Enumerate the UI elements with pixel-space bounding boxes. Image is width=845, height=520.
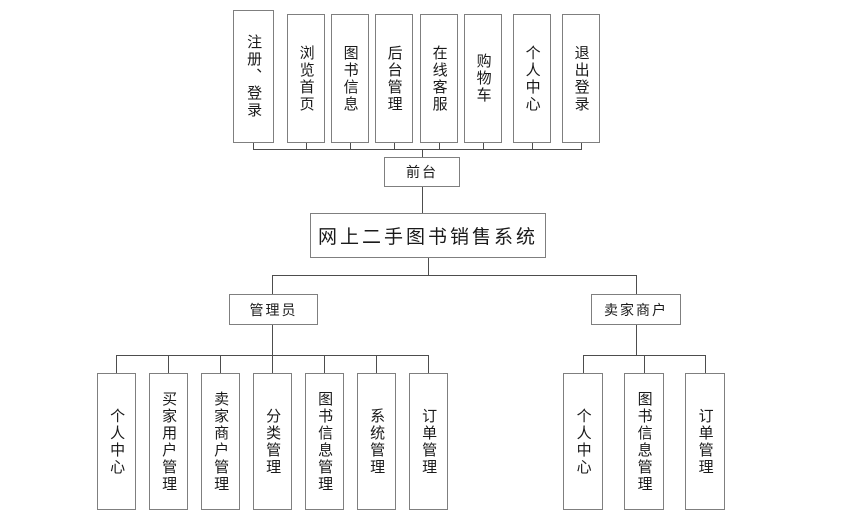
- edge-admin-child-drop-6: [428, 355, 429, 373]
- edge-admin-child-drop-2: [220, 355, 221, 373]
- edge-frontend-drop-1: [306, 143, 307, 150]
- node-admin-child-3[interactable]: 分类管理: [253, 373, 292, 510]
- node-frontend-child-7[interactable]: 退出登录: [562, 14, 600, 143]
- edge-admin-child-drop-5: [376, 355, 377, 373]
- edge-role-bus-to-seller: [636, 275, 637, 295]
- node-frontend-child-2[interactable]: 图书信息: [331, 14, 369, 143]
- edge-admin-child-drop-4: [324, 355, 325, 373]
- node-admin-child-4[interactable]: 图书信息管理: [305, 373, 344, 510]
- edge-root-drop: [428, 258, 429, 276]
- node-frontend-child-3[interactable]: 后台管理: [375, 14, 413, 143]
- edge-frontend-drop-6: [532, 143, 533, 150]
- edge-frontend-bus-to-frontend: [422, 149, 423, 158]
- node-seller-child-2[interactable]: 订单管理: [685, 373, 725, 510]
- edge-admin-child-drop-0: [116, 355, 117, 373]
- edge-frontend-drop-7: [581, 143, 582, 150]
- edge-frontend-drop-2: [350, 143, 351, 150]
- edge-admin-drop: [272, 325, 273, 356]
- node-admin-child-5[interactable]: 系统管理: [357, 373, 396, 510]
- edge-frontend-drop-0: [253, 143, 254, 150]
- node-frontend-child-6[interactable]: 个人中心: [513, 14, 551, 143]
- node-seller-child-0[interactable]: 个人中心: [563, 373, 603, 510]
- node-frontend-child-4[interactable]: 在线客服: [420, 14, 458, 143]
- node-seller[interactable]: 卖家商户: [591, 294, 681, 325]
- edge-frontend-drop-3: [394, 143, 395, 150]
- node-frontend[interactable]: 前台: [384, 157, 460, 187]
- edge-seller-child-drop-2: [705, 355, 706, 373]
- node-admin-child-1[interactable]: 买家用户管理: [149, 373, 188, 510]
- node-frontend-child-5[interactable]: 购物车: [464, 14, 502, 143]
- edge-seller-drop: [636, 325, 637, 356]
- node-root[interactable]: 网上二手图书销售系统: [310, 213, 546, 258]
- node-admin-child-6[interactable]: 订单管理: [409, 373, 448, 510]
- edge-role-bus-to-admin: [272, 275, 273, 295]
- edge-admin-child-drop-3: [272, 355, 273, 373]
- edge-admin-child-drop-1: [168, 355, 169, 373]
- node-admin[interactable]: 管理员: [229, 294, 318, 325]
- edge-frontend-bus: [253, 149, 582, 150]
- node-admin-child-0[interactable]: 个人中心: [97, 373, 136, 510]
- edge-frontend-drop-5: [483, 143, 484, 150]
- node-frontend-child-0[interactable]: 注册、登录: [233, 10, 274, 143]
- edge-seller-child-drop-0: [583, 355, 584, 373]
- node-admin-child-2[interactable]: 卖家商户管理: [201, 373, 240, 510]
- node-seller-child-1[interactable]: 图书信息管理: [624, 373, 664, 510]
- edge-seller-child-drop-1: [644, 355, 645, 373]
- edge-role-bus: [272, 275, 637, 276]
- node-frontend-child-1[interactable]: 浏览首页: [287, 14, 325, 143]
- edge-frontend-drop-4: [439, 143, 440, 150]
- edge-frontend-to-root: [422, 187, 423, 213]
